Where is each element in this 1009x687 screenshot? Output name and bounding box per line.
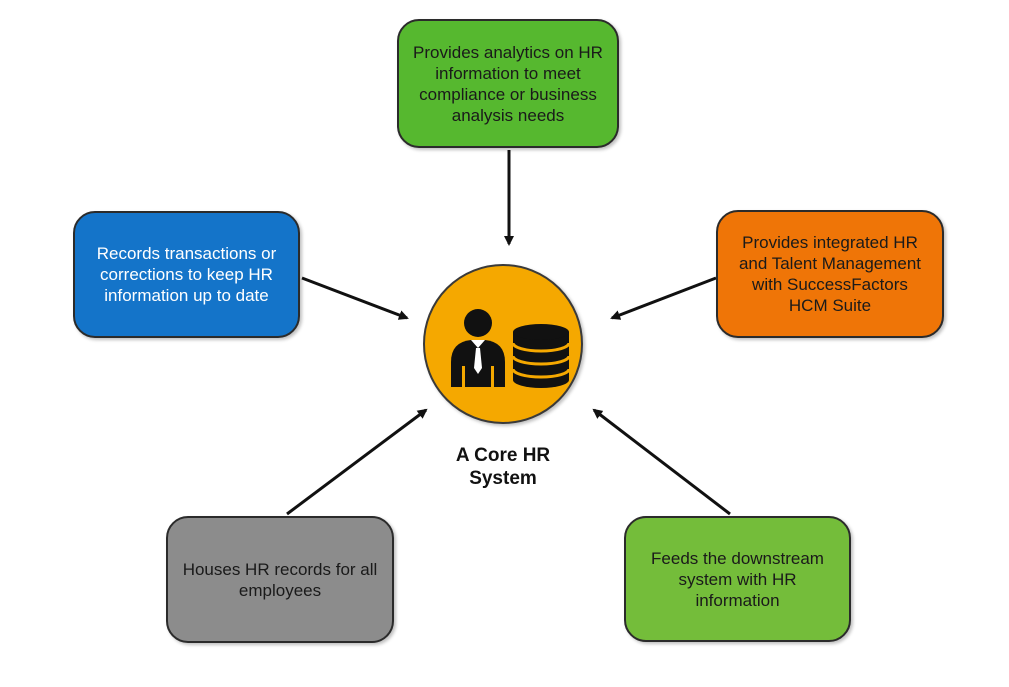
person-icon [451,309,505,387]
arrow-bottom-left-to-hub [286,408,428,516]
node-records-transactions-text: Records transactions or corrections to k… [96,244,277,305]
node-analytics: Provides analytics on HR information to … [397,19,619,148]
hub-icons [451,309,571,388]
arrow-bottom-right-to-hub [592,408,731,516]
database-icon [511,324,571,388]
node-analytics-text: Provides analytics on HR information to … [413,42,603,125]
core-hr-hub [423,264,583,424]
node-houses-hr-records: Houses HR records for all employees [166,516,394,643]
core-hr-label: A Core HR System [455,445,551,489]
arrow-left-to-hub [301,276,409,320]
node-feeds-downstream: Feeds the downstream system with HR info… [624,516,851,642]
node-records-transactions: Records transactions or corrections to k… [73,211,300,338]
node-integrated-talent-management: Provides integrated HR and Talent Manage… [716,210,944,338]
node-houses-hr-records-text: Houses HR records for all employees [182,559,378,600]
arrow-right-to-hub [610,276,717,320]
node-feeds-downstream-text: Feeds the downstream system with HR info… [651,548,824,610]
node-integrated-talent-management-text: Provides integrated HR and Talent Manage… [738,233,922,315]
